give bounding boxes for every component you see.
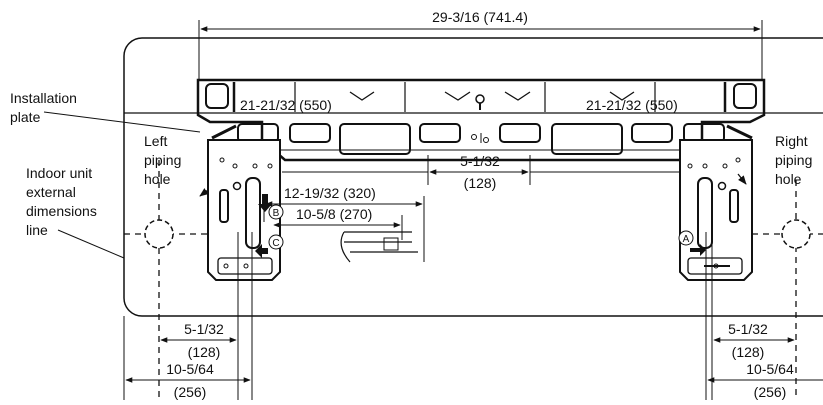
svg-text:Indoor unit: Indoor unit (26, 165, 92, 181)
right-half-dimension: 21-21/32 (550) (586, 97, 678, 113)
svg-text:piping: piping (144, 152, 181, 168)
pipe-long-label: 12-19/32 (320) (284, 185, 376, 201)
center-offset-mm-label: (128) (464, 175, 497, 191)
marker-a: A (678, 230, 694, 246)
svg-text:(256): (256) (174, 384, 207, 400)
right-piping-hole-label: Right piping hole (775, 133, 812, 187)
overall-width-dimension: 29-3/16 (741.4) (198, 9, 763, 80)
svg-text:hole: hole (775, 171, 802, 187)
right-hole-small-dimension: 5-1/32 (128) (713, 321, 795, 360)
left-hole-small-dimension: 5-1/32 (128) (160, 321, 237, 360)
svg-text:Left: Left (144, 133, 167, 149)
svg-text:(256): (256) (754, 384, 787, 400)
right-bracket (679, 139, 753, 281)
svg-text:10-5/64: 10-5/64 (166, 361, 214, 377)
center-offset-dimension: 5-1/32 (128) (282, 153, 680, 191)
svg-text:hole: hole (144, 171, 171, 187)
svg-text:Installation: Installation (10, 90, 77, 106)
left-piping-hole-label: Left piping hole (144, 133, 181, 187)
svg-text:B: B (273, 208, 280, 219)
svg-text:line: line (26, 222, 48, 238)
left-hole-large-dimension: 10-5/64 (256) (123, 316, 251, 400)
pipe-short-label: 10-5/8 (270) (296, 206, 372, 222)
indoor-unit-callout: Indoor unit external dimensions line (26, 165, 125, 259)
marker-b: B (258, 194, 284, 220)
svg-text:C: C (272, 238, 279, 249)
left-half-dimension: 21-21/32 (550) (240, 97, 332, 113)
svg-text:dimensions: dimensions (26, 203, 97, 219)
svg-text:5-1/32: 5-1/32 (728, 321, 768, 337)
svg-text:piping: piping (775, 152, 812, 168)
svg-text:5-1/32: 5-1/32 (184, 321, 224, 337)
left-bracket (199, 139, 281, 281)
svg-text:plate: plate (10, 109, 41, 125)
svg-text:Right: Right (775, 133, 808, 149)
svg-text:A: A (683, 234, 690, 245)
right-hole-large-dimension: 10-5/64 (256) (707, 361, 823, 400)
svg-text:(128): (128) (732, 344, 765, 360)
svg-text:10-5/64: 10-5/64 (746, 361, 794, 377)
center-offset-label: 5-1/32 (460, 153, 500, 169)
svg-text:external: external (26, 184, 76, 200)
indoor-unit-outline (123, 37, 823, 317)
overall-width-label: 29-3/16 (741.4) (432, 9, 528, 25)
svg-text:(128): (128) (188, 344, 221, 360)
installation-plate-callout: Installation plate (10, 90, 201, 133)
left-piping-hole (124, 160, 210, 400)
pipe-length-dimensions: 12-19/32 (320) 10-5/8 (270) (263, 185, 425, 263)
right-piping-hole (752, 180, 823, 400)
marker-c: C (255, 234, 284, 258)
